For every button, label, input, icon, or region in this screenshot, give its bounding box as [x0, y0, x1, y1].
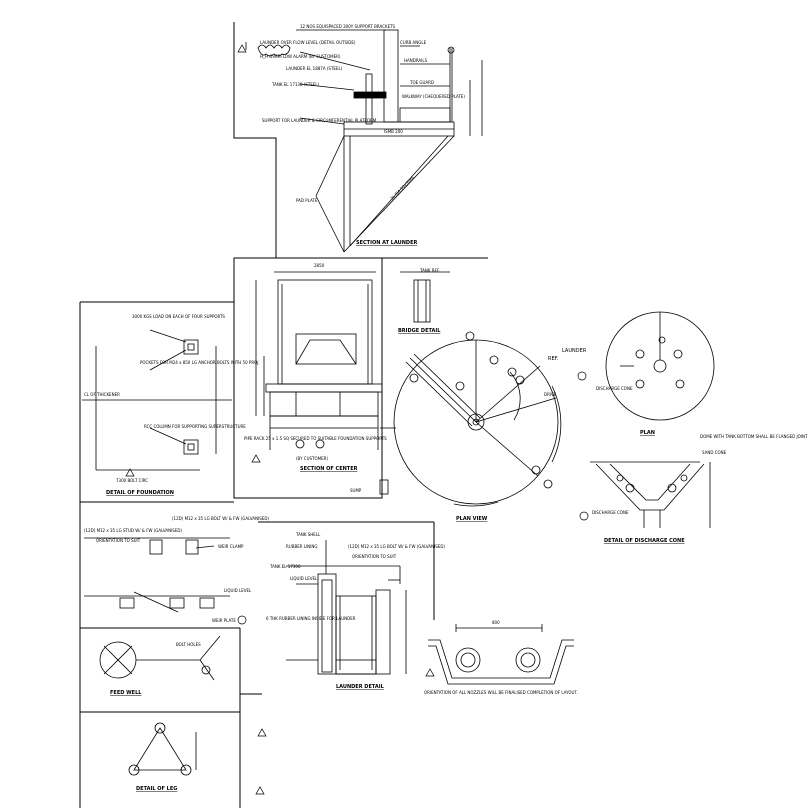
- note-rubber-lining: RUBBER LINING: [286, 544, 317, 549]
- panel-borders: [79, 22, 488, 808]
- note-tank-shell: TANK SHELL: [295, 532, 321, 537]
- note-isa: 2L ISA 50x50x6: [389, 175, 415, 201]
- dim-trench: 800: [492, 620, 500, 625]
- note-ms-bolt: (12D) M12 x 35 LG BOLT W/ & FW (GALVANIS…: [348, 544, 445, 549]
- note-handrails: HANDRAILS: [404, 58, 428, 63]
- bolt-detail-diagram: [84, 537, 230, 613]
- note-rcc-column: RCC COLUMN FOR SUPPORTING SUPERSTRUCTURE: [144, 424, 246, 429]
- note-launder-overflow: LAUNDER OVER FLOW LEVEL (DETAIL OUTSIDE): [260, 40, 356, 45]
- note-by-client: (BY CUSTOMER): [296, 456, 328, 461]
- small-details-diagram: [99, 635, 221, 776]
- title-feed-well: FEED WELL: [110, 690, 142, 696]
- note-walkway: WALKWAY (CHEQUERED PLATE): [402, 94, 465, 99]
- revision-markers: [125, 44, 589, 795]
- note-plan-small-discharge: DISCHARGE CONE: [596, 386, 633, 391]
- note-ld-orientation: ORIENTATION TO SUIT: [352, 554, 397, 559]
- title-anchor-plan: DETAIL OF FOUNDATION: [106, 490, 174, 496]
- note-pipe-rack: PIPE RACK 25 x 1.5 SQ SECURED TO SUITABL…: [244, 436, 387, 441]
- note-support: SUPPORT FOR LAUNDER & CIRCUMFERENTIAL PL…: [262, 118, 377, 123]
- plan-main-diagram: [379, 331, 562, 507]
- title-bridge-detail: BRIDGE DETAIL: [398, 328, 441, 334]
- note-sand-cone: SAND CONE: [702, 450, 727, 455]
- note-load: 3000 KGS LOAD ON EACH OF FOUR SUPPORTS: [132, 314, 225, 319]
- note-weir-plate: WEIR PLATE: [212, 618, 236, 623]
- note-dim-7300: 7300 BOLT CIRC: [116, 478, 148, 483]
- note-cone-discharge: DISCHARGE CONE: [592, 510, 629, 515]
- title-plan-main: PLAN VIEW: [456, 516, 488, 522]
- note-tank-ref: TANK REF.: [419, 268, 440, 273]
- note-rubber-note: 6 THK RUBBER LINING INSIDE FOR LAUNDER: [266, 616, 356, 621]
- note-toe-guard: TOE GUARD: [409, 80, 434, 85]
- note-bolt-holes: BOLT HOLES: [176, 642, 201, 647]
- note-launder: LAUNDER: [562, 348, 587, 354]
- note-liquid: LIQUID LEVEL: [224, 588, 252, 593]
- cone-detail-diagram: [590, 461, 711, 528]
- launder-detail-diagram: [286, 540, 407, 675]
- dim-elev-top: 2850: [314, 263, 325, 268]
- note-liquid-level: LIQUID LEVEL: [290, 576, 318, 581]
- note-clamp: WEIR CLAMP: [218, 544, 244, 549]
- bridge-detail-diagram: [400, 271, 450, 323]
- note-orientation-final: ORIENTATION OF ALL NOZZLES WILL BE FINAL…: [424, 690, 578, 695]
- title-plan-small: PLAN: [640, 430, 655, 436]
- elevation-diagram: [255, 271, 383, 450]
- note-bolt2: (12D) M12 x 35 LG BOLT W/ & FW (GALVANIS…: [172, 516, 269, 521]
- title-elevation: SECTION OF CENTER: [300, 466, 358, 472]
- title-launder-detail: LAUNDER DETAIL: [336, 684, 385, 690]
- note-cl-thickener: CL OF THICKENER: [84, 392, 120, 397]
- note-sump: SUMP: [350, 488, 362, 493]
- note-ismb: ISMB 200: [384, 129, 403, 134]
- note-pockets: POCKETS FOR M24 x 850 LG ANCHOR BOLTS WI…: [140, 360, 260, 365]
- launder-section-diagram: [245, 29, 483, 253]
- note-ref: REF.: [548, 356, 559, 362]
- title-detail-leg: DETAIL OF LEG: [136, 786, 177, 792]
- note-curb-angle: CURB ANGLE: [400, 40, 427, 45]
- note-drive: DRIVE: [544, 392, 557, 397]
- plan-small-diagram: [605, 311, 715, 421]
- note-tank-el: TANK EL 17138 (STEEL): [271, 82, 320, 87]
- note-overflow-alarm: H_H OVERFLOW ALARM (BY CUSTOMER): [260, 54, 341, 59]
- title-launder-section: SECTION AT LAUNDER: [356, 240, 417, 246]
- note-ld-tank-el: TANK EL 17300: [269, 564, 301, 569]
- note-launder-el: LAUNDER EL 1887A (STEEL): [286, 66, 343, 71]
- trench-diagram: [428, 624, 574, 685]
- note-bolt1: (12D) M12 x 35 LG STUD W/ & FW (GALVANIS…: [84, 528, 182, 533]
- note-open-top: DOME WITH TANK BOTTOM SHALL BE FLANGED J…: [700, 434, 808, 439]
- note-nos-support: 12 NOS EQUISPACED 300Y SUPPORT BRACKETS: [300, 24, 396, 29]
- title-cone-detail: DETAIL OF DISCHARGE CONE: [604, 538, 685, 544]
- anchor-plan-diagram: [82, 329, 232, 471]
- note-pad-plate: PAD PLATE: [296, 198, 318, 203]
- note-orientation-1: ORIENTATION TO SUIT: [96, 538, 141, 543]
